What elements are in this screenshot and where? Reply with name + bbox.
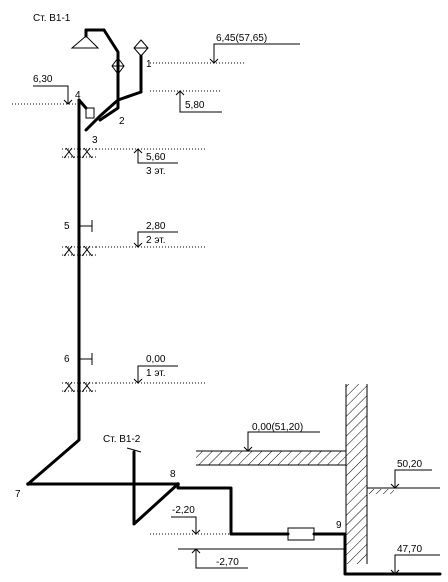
svg-text:6,30: 6,30 [33, 74, 53, 85]
node-8-point [176, 482, 180, 486]
elevation-mark-inlet: 47,70 [390, 544, 440, 575]
svg-text:0,00(51,20): 0,00(51,20) [252, 422, 303, 433]
inlet-pipe-to-city [312, 532, 442, 576]
node-label-9: 9 [336, 520, 342, 531]
elevation-mark-ground-floor: 0,00(51,20) [243, 422, 320, 452]
node-label-3: 3 [92, 135, 98, 146]
svg-text:1 эт.: 1 эт. [146, 368, 165, 379]
node-label-2: 2 [119, 116, 125, 127]
svg-text:5,80: 5,80 [185, 100, 205, 111]
shower-head-icon [70, 28, 106, 49]
node-label-7: 7 [15, 489, 21, 500]
svg-text:47,70: 47,70 [397, 544, 422, 555]
tap-6-icon [79, 353, 93, 365]
wall-outline [345, 384, 368, 564]
floor-slab-mark-1 [62, 381, 96, 393]
main-riser-pipe [26, 98, 81, 486]
shower-supply-pipe [102, 28, 120, 102]
svg-text:5,60: 5,60 [146, 152, 166, 163]
elevation-mark-depth-1: -2,20 [150, 505, 231, 535]
elevation-mark-depth-2: -2,70 [178, 548, 345, 569]
branch-pipe [84, 90, 143, 132]
meter-assembly-icon [287, 527, 315, 541]
node-label-8: 8 [170, 469, 176, 480]
svg-text:0,00: 0,00 [146, 354, 166, 365]
riser-top-bend [77, 98, 88, 110]
node-label-6: 6 [64, 354, 70, 365]
elevation-mark-ground-right: 50,20 [390, 459, 432, 489]
foundation-wall [346, 384, 367, 564]
node-label-4: 4 [75, 90, 81, 101]
riser-b1-2-cap [126, 447, 142, 453]
ground-hatch-right [368, 489, 394, 494]
riser-label-top: Ст. В1-1 [33, 13, 71, 24]
floor-slab-mark-3 [62, 147, 96, 159]
tap-5-icon [79, 220, 93, 232]
branch-pipe-2 [98, 98, 120, 122]
svg-text:2,80: 2,80 [146, 221, 166, 232]
water-meter-icon [85, 107, 95, 119]
elevation-mark-floor-3: 5,60 3 эт. [96, 148, 205, 177]
node-label-5: 5 [64, 221, 70, 232]
svg-text:3 эт.: 3 эт. [146, 166, 165, 177]
svg-text:-2,20: -2,20 [172, 505, 195, 516]
elevation-mark-left-top: 6,30 [12, 74, 79, 105]
mixer-valve-icon [111, 57, 125, 75]
elevation-mark-branch: 5,80 [150, 90, 222, 113]
svg-text:6,45(57,65): 6,45(57,65) [216, 33, 267, 44]
ground-slab-outline [196, 450, 346, 466]
floor-slab-mark-2 [62, 245, 96, 257]
svg-text:50,20: 50,20 [397, 459, 422, 470]
elevation-mark-floor-2: 2,80 2 эт. [96, 221, 205, 248]
inlet-pipe [26, 482, 290, 536]
node-7-point [26, 482, 30, 486]
svg-text:-2,70: -2,70 [216, 557, 239, 568]
node-label-1: 1 [146, 59, 152, 70]
riser-b1-2-pipe [132, 450, 180, 526]
elevation-mark-floor-1: 0,00 1 эт. [96, 354, 205, 384]
elevation-mark-top-shower: 6,45(57,65) [150, 33, 300, 64]
ground-slab [196, 451, 346, 465]
svg-text:2 эт.: 2 эт. [146, 235, 165, 246]
mixer-valve-icon-2 [133, 39, 149, 57]
riser-label-bottom: Ст. В1-2 [103, 434, 141, 445]
